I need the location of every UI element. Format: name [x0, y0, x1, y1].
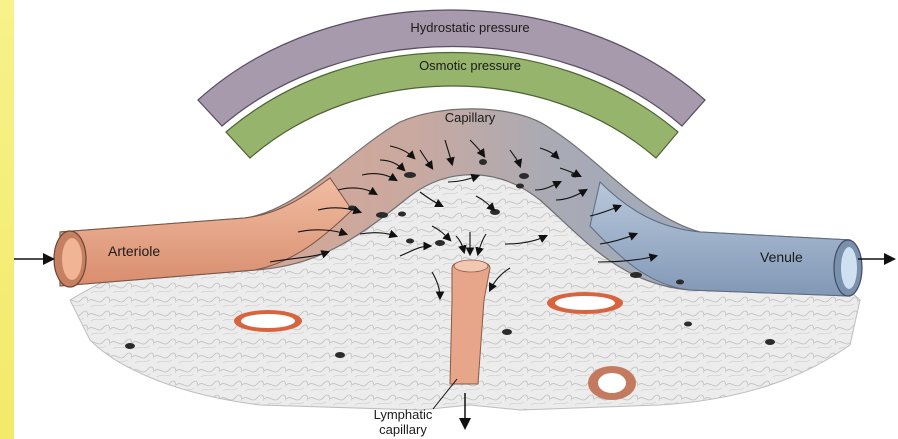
osmotic-pressure-label: Osmotic pressure — [419, 58, 521, 73]
lymphatic-label-line2: capillary — [379, 422, 427, 437]
arteriole-label: Arteriole — [108, 243, 160, 259]
hydrostatic-pressure-label: Hydrostatic pressure — [410, 20, 529, 35]
capillary-label: Capillary — [445, 110, 496, 125]
lymphatic-label-line1: Lymphatic — [374, 407, 433, 422]
venule-label: Venule — [760, 249, 803, 265]
